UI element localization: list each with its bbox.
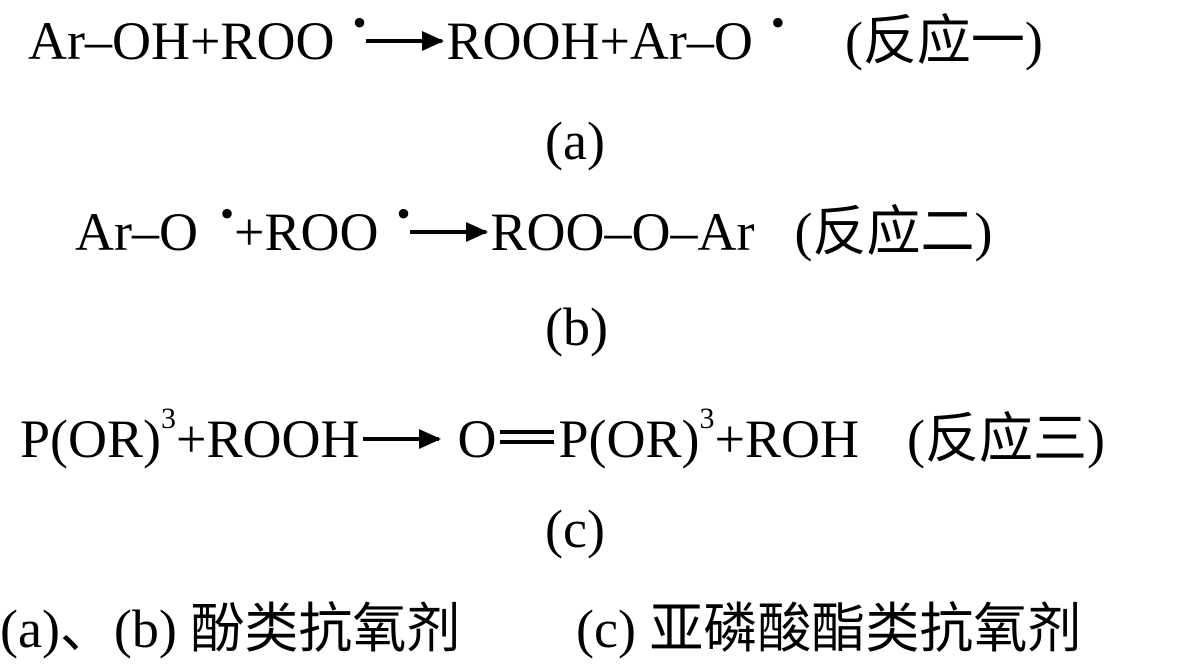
caption-phosphite: (c) 亚磷酸酯类抗氧剂 <box>576 599 1082 659</box>
reaction-arrow-icon <box>366 31 445 51</box>
reaction-2: Ar–O • +ROO • ROO–O–Ar (反应二) <box>75 194 993 262</box>
reaction-2-label: (b) <box>545 297 608 357</box>
reaction-1: Ar–OH+ROO • ROOH+Ar–O • (反应一) <box>28 3 1043 71</box>
reaction-2-reactant-a: Ar–O <box>75 202 198 262</box>
reaction-3: P(OR) 3 +ROOH O P(OR) 3 +ROH (反应三) <box>20 404 1105 469</box>
reaction-1-label: (a) <box>545 111 605 171</box>
radical-dot: • <box>396 191 411 236</box>
reaction-1-reactants: Ar–OH+ROO <box>28 11 335 71</box>
reaction-1-products: ROOH+Ar–O <box>446 11 753 71</box>
superscript: 3 <box>161 402 177 435</box>
reaction-3-product-b: +ROH <box>714 409 859 469</box>
reaction-3-note: (反应三) <box>906 409 1105 469</box>
reaction-3-reactant-a: P(OR) <box>20 409 162 469</box>
reaction-2-note: (反应二) <box>794 202 993 262</box>
radical-dot: • <box>352 0 367 45</box>
radical-dot: • <box>770 0 785 45</box>
superscript: 3 <box>699 402 715 435</box>
radical-dot: • <box>219 191 234 236</box>
reaction-3-label: (c) <box>545 499 605 559</box>
reaction-2-reactant-b: +ROO <box>234 202 379 262</box>
double-bond-icon <box>500 430 555 444</box>
reaction-3-product-a: P(OR) <box>558 409 700 469</box>
reaction-1-note: (反应一) <box>844 11 1043 71</box>
reaction-3-oxygen: O <box>457 409 497 469</box>
caption-phenolic: (a)、(b) 酚类抗氧剂 <box>0 599 461 659</box>
reaction-arrow-icon <box>410 222 489 242</box>
reaction-arrow-icon <box>363 429 442 449</box>
reaction-2-product: ROO–O–Ar <box>490 202 755 262</box>
reaction-3-reactant-b: +ROOH <box>176 409 360 469</box>
